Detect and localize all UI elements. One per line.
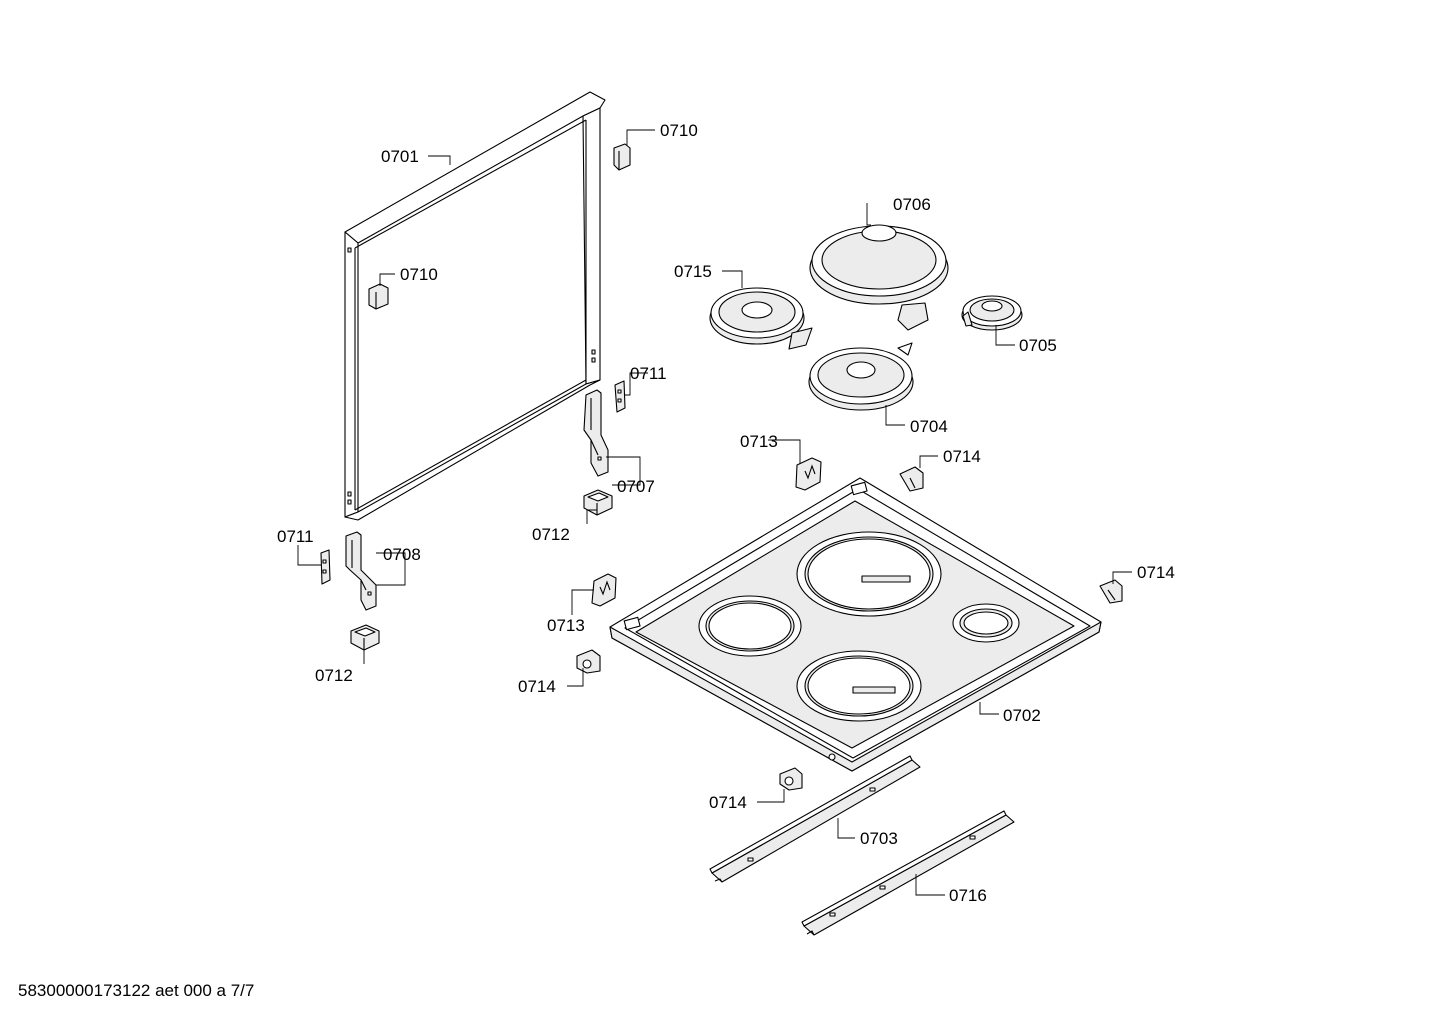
label-0706: 0706 xyxy=(893,195,931,214)
label-0714-left: 0714 xyxy=(518,677,556,696)
label-0713-top: 0713 xyxy=(740,432,778,451)
label-0707: 0707 xyxy=(617,477,655,496)
part-cooktop-0702[interactable] xyxy=(609,477,1102,772)
part-rail-0703[interactable] xyxy=(709,755,921,883)
label-0714-top: 0714 xyxy=(943,447,981,466)
part-corner-0714-top[interactable] xyxy=(899,466,924,492)
part-hinge-0707[interactable] xyxy=(583,389,609,477)
label-0708: 0708 xyxy=(383,545,421,564)
document-footer: 58300000173122 aet 000 a 7/7 xyxy=(18,981,255,1000)
part-hinge-0708[interactable] xyxy=(345,531,377,611)
part-frame-0701[interactable] xyxy=(344,91,606,521)
label-0701: 0701 xyxy=(381,147,419,166)
part-clamp-0713-left[interactable] xyxy=(591,573,617,607)
label-0704: 0704 xyxy=(910,417,948,436)
label-0710-top: 0710 xyxy=(660,121,698,140)
part-hotplate-0705[interactable] xyxy=(961,295,1023,331)
part-hotplate-0706[interactable] xyxy=(809,224,949,331)
label-0712-right: 0712 xyxy=(532,525,570,544)
leader-lines xyxy=(297,129,1132,896)
label-0714-right: 0714 xyxy=(1137,563,1175,582)
label-0705: 0705 xyxy=(1019,336,1057,355)
part-foot-0712-right[interactable] xyxy=(583,489,613,516)
part-labels: 0701 0710 0710 0711 0707 0712 0711 0708 … xyxy=(277,121,1175,905)
label-0711-right: 0711 xyxy=(630,364,667,383)
part-clamp-0713-top[interactable] xyxy=(795,457,822,491)
label-0710-left: 0710 xyxy=(400,265,438,284)
label-0713-left: 0713 xyxy=(547,616,585,635)
label-0711-left: 0711 xyxy=(277,527,314,546)
label-0714-bottom: 0714 xyxy=(709,793,747,812)
part-clip-0710-top[interactable] xyxy=(613,143,631,171)
label-0703: 0703 xyxy=(860,829,898,848)
label-0715: 0715 xyxy=(674,262,712,281)
part-rail-0716[interactable] xyxy=(801,810,1015,936)
part-bracket-0711-right[interactable] xyxy=(614,380,626,413)
part-hotplate-0704[interactable] xyxy=(808,342,914,411)
part-foot-0712-left[interactable] xyxy=(350,624,380,651)
label-0716: 0716 xyxy=(949,886,987,905)
part-corner-0714-bottom[interactable] xyxy=(779,767,803,791)
part-bracket-0711-left[interactable] xyxy=(320,549,331,585)
part-hotplate-0715[interactable] xyxy=(709,287,813,350)
label-0712-left: 0712 xyxy=(315,666,353,685)
part-corner-0714-right[interactable] xyxy=(1099,579,1123,604)
part-corner-0714-left[interactable] xyxy=(576,649,601,674)
part-clip-0710-left[interactable] xyxy=(368,283,389,310)
label-0702: 0702 xyxy=(1003,706,1041,725)
